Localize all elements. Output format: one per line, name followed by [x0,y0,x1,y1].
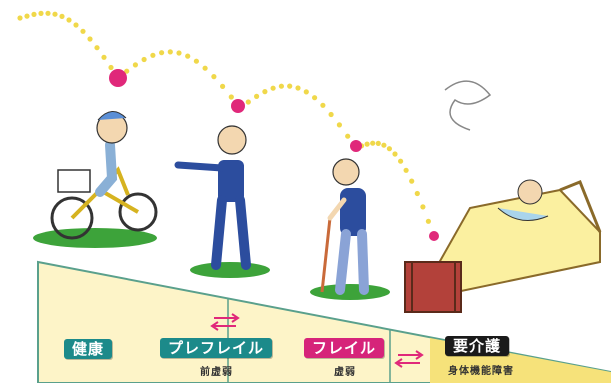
trajectory-dot [176,50,182,56]
ball [109,69,127,87]
trajectory-dot [124,68,130,74]
trajectory-dot [425,218,431,224]
ball [429,231,439,241]
trajectory-dot [193,58,199,64]
trajectory-dot [370,140,376,146]
cyclist-figure [50,111,158,240]
trajectory-dot [392,151,398,157]
trajectory-dot [262,89,268,95]
trajectory-dot [141,56,147,63]
trajectory-dot [101,54,107,60]
trajectory-dot [375,140,381,146]
trajectory-dot [320,102,326,108]
trajectory-dot [150,52,156,58]
trajectory-dot [303,89,309,95]
trajectory-dot [278,83,284,89]
care-bed-figure [404,80,602,313]
stage-label-prefrail: プレフレイル [160,338,273,358]
trajectory-dot [87,36,93,42]
trajectory-dot [409,178,415,184]
trajectory-dot [80,28,86,34]
trajectory-dot [336,122,342,128]
trajectory-dot [66,17,72,23]
trajectory-dot [31,11,37,17]
trajectory-dot [245,99,251,105]
transition-arrows [210,313,424,368]
trajectory-dot [312,95,318,101]
ball [231,99,245,113]
trajectory-dot [59,13,65,19]
stage-label-healthy: 健康 [64,339,113,359]
ball [350,140,362,152]
standing-man-figure [174,125,251,270]
trajectory-dot [167,49,173,55]
trajectory-dot [24,13,30,19]
trajectory-dot [381,142,387,148]
trajectory-dot [17,15,23,21]
trajectory-dot [202,65,208,71]
trajectory-dot [403,167,409,173]
trajectory-dot [228,94,234,100]
trajectory-dot [295,85,301,91]
trajectory-dot [38,10,44,16]
trajectory-dot [185,53,191,59]
trajectory-dot [159,50,165,56]
elderly-cane-figure [320,158,369,295]
grass-patches [33,228,390,300]
trajectory-dot [220,83,226,89]
trajectory-dot [287,83,293,89]
trajectory-dot [414,190,420,197]
trajectory-dot [386,146,392,152]
trajectory-dot [211,74,217,80]
stage-label-frail: フレイル [304,338,385,358]
stage-label-care-required: 要介護 [445,336,510,356]
trajectory-dot [328,111,334,118]
trajectory-dot [398,158,404,164]
trajectory-dot [73,22,79,28]
sub-label-pre-weakness: 前虚弱 [200,367,233,378]
trajectory-dot [254,93,260,99]
trajectory-dot [108,64,114,71]
ball-trajectory [17,10,439,241]
trajectory-dot [132,62,138,68]
trajectory-dot [364,141,370,147]
trajectory-dot [52,11,58,17]
trajectory-dot [345,133,351,139]
sub-label-weakness: 虚弱 [334,367,356,378]
trajectory-dot [45,10,51,16]
sub-label-physical-disability: 身体機能障害 [448,366,514,377]
trajectory-dot [420,204,426,210]
trajectory-dot [270,85,276,91]
trajectory-dot [94,45,100,51]
